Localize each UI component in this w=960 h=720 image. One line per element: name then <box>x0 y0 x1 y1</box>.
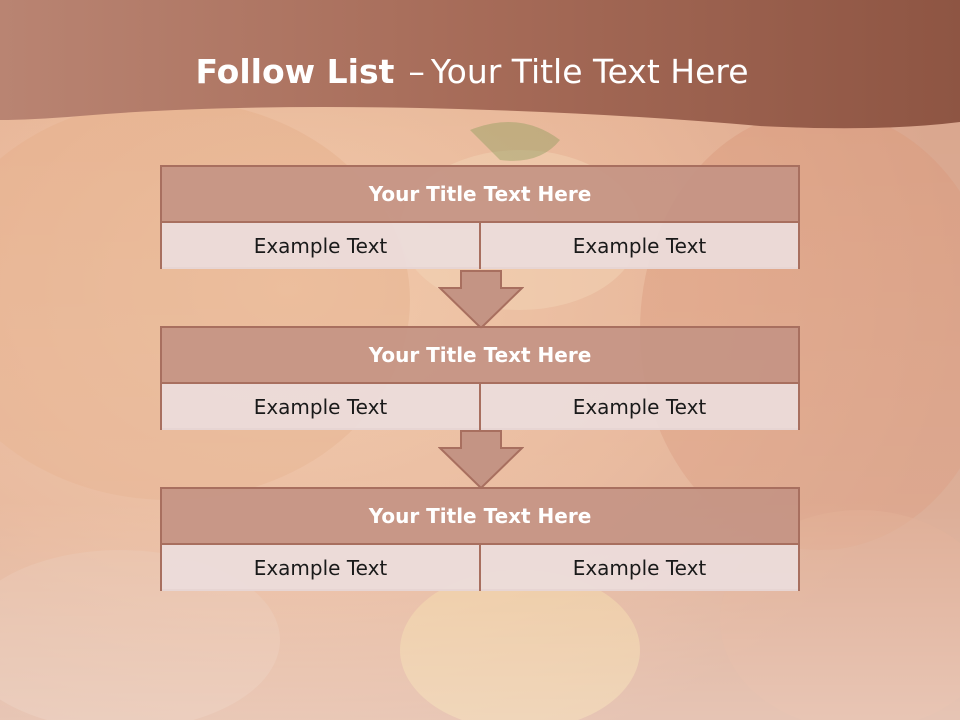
step-row: Example Text Example Text <box>162 545 798 591</box>
page-title: Follow List–Your Title Text Here <box>0 52 944 91</box>
step-box-3: Your Title Text Here Example Text Exampl… <box>160 487 800 591</box>
step-cell-right: Example Text <box>479 545 798 591</box>
step-cell-left: Example Text <box>253 556 388 580</box>
step-title: Your Title Text Here <box>162 167 798 223</box>
down-arrow-icon <box>438 270 524 330</box>
step-title: Your Title Text Here <box>162 489 798 545</box>
step-row: Example Text Example Text <box>162 384 798 430</box>
title-main: Follow List <box>195 52 395 91</box>
step-cell-right: Example Text <box>479 223 798 269</box>
step-cell-right: Example Text <box>479 384 798 430</box>
title-separator: – <box>408 52 425 91</box>
down-arrow-icon <box>438 430 524 490</box>
header-band <box>0 0 960 129</box>
step-box-1: Your Title Text Here Example Text Exampl… <box>160 165 800 269</box>
step-cell-left: Example Text <box>253 395 388 419</box>
title-subtitle: Your Title Text Here <box>430 52 749 91</box>
step-cell-left: Example Text <box>253 234 388 258</box>
step-box-2: Your Title Text Here Example Text Exampl… <box>160 326 800 430</box>
step-row: Example Text Example Text <box>162 223 798 269</box>
step-title: Your Title Text Here <box>162 328 798 384</box>
